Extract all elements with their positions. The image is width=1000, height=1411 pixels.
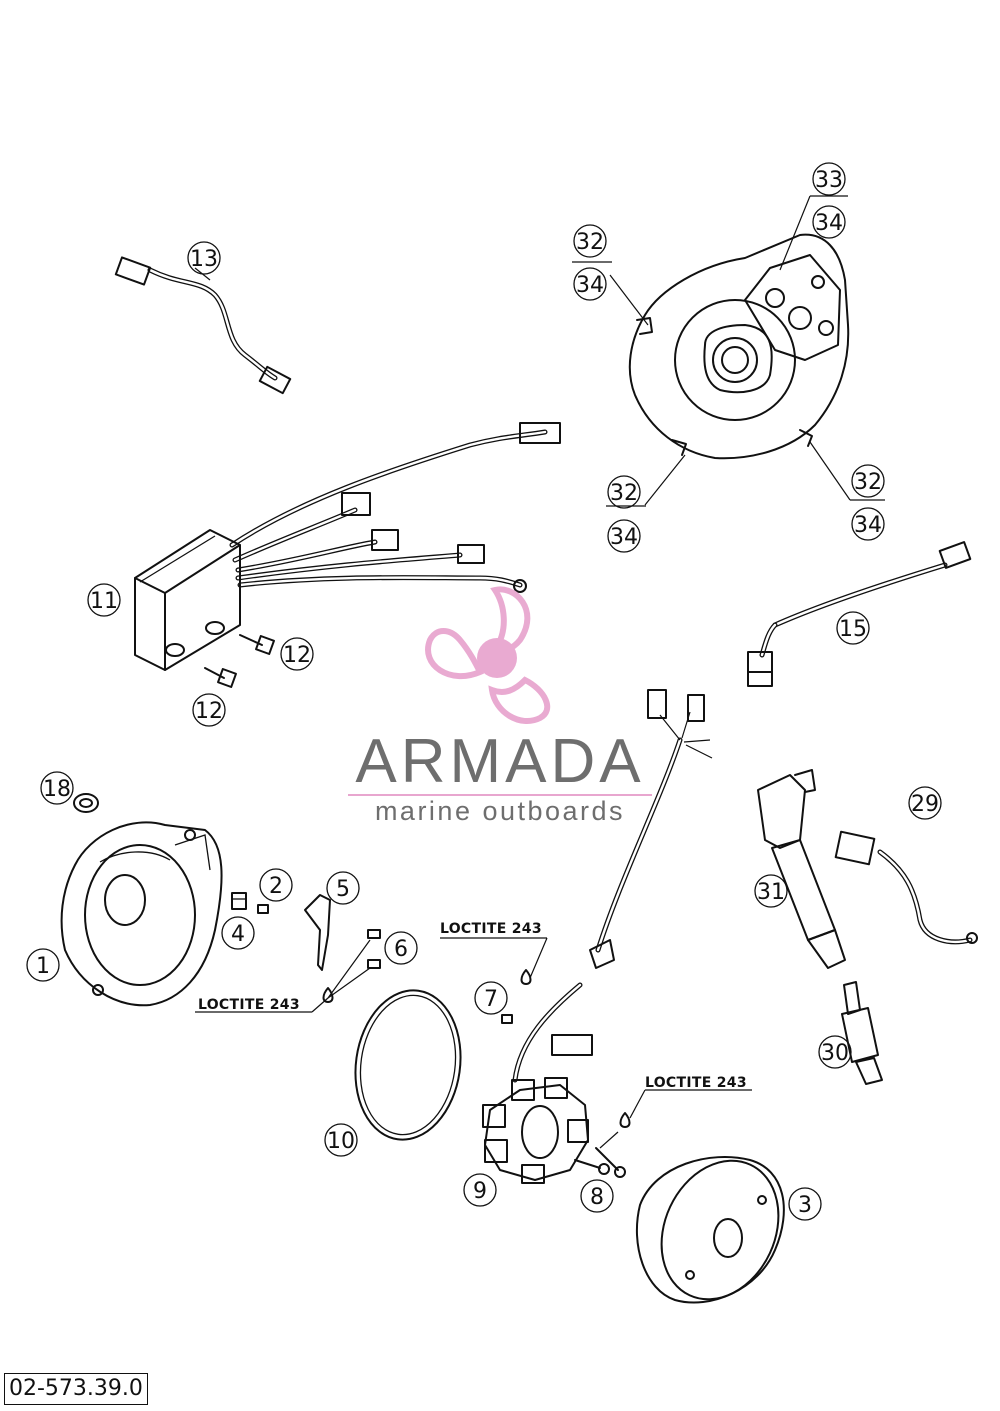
callout-12a: 12 <box>280 637 314 671</box>
svg-text:15: 15 <box>839 617 867 642</box>
svg-text:2: 2 <box>269 874 283 899</box>
part-13-sensor-cable <box>114 256 292 395</box>
svg-text:34: 34 <box>854 513 882 538</box>
callout-3: 3 <box>788 1187 822 1221</box>
svg-text:12: 12 <box>195 699 223 724</box>
svg-text:13: 13 <box>190 247 218 272</box>
document-number: 02-573.39.0 <box>9 1376 143 1401</box>
callout-6: 6 <box>384 931 418 965</box>
svg-text:32: 32 <box>576 230 604 255</box>
svg-text:6: 6 <box>394 937 408 962</box>
callout-5: 5 <box>326 871 360 905</box>
logo-tagline-text: marine outboards <box>375 796 625 826</box>
callout-13: 13 <box>187 241 221 275</box>
callout-32-34-bottom-left: 32 34 <box>607 475 641 553</box>
svg-text:7: 7 <box>484 987 498 1012</box>
svg-text:29: 29 <box>911 792 939 817</box>
part-32-ignition-cover <box>628 233 850 460</box>
callout-32-34-bottom-right: 32 34 <box>851 464 885 541</box>
callout-12b: 12 <box>192 693 226 727</box>
part-18-plug <box>73 793 99 813</box>
part-11-cdi-unit <box>134 422 561 671</box>
callout-33-34-top-right: 33 34 <box>812 162 846 239</box>
part-6-screws <box>367 929 381 969</box>
part-31-ignition-coil <box>757 769 846 969</box>
loctite-label-left: LOCTITE 243 <box>198 997 300 1013</box>
svg-text:10: 10 <box>327 1129 355 1154</box>
svg-text:33: 33 <box>815 168 843 193</box>
part-10-o-ring <box>354 989 462 1141</box>
callout-29: 29 <box>908 786 942 820</box>
loctite-label-right: LOCTITE 243 <box>645 1075 747 1091</box>
part-8-screws <box>574 1147 626 1178</box>
part-1-generator-cover <box>60 821 223 1007</box>
callout-7: 7 <box>474 981 508 1015</box>
svg-text:30: 30 <box>821 1041 849 1066</box>
callout-31: 31 <box>754 874 788 908</box>
svg-text:1: 1 <box>36 954 50 979</box>
callout-32-34-top-left: 32 34 <box>573 224 607 301</box>
part-30-spark-plug <box>841 981 883 1085</box>
svg-text:5: 5 <box>336 877 350 902</box>
svg-text:18: 18 <box>43 777 71 802</box>
loctite-label-center: LOCTITE 243 <box>440 921 542 937</box>
leader-lines <box>195 195 885 1149</box>
svg-text:12: 12 <box>283 643 311 668</box>
part-12-screws <box>204 634 275 688</box>
callout-8: 8 <box>580 1179 614 1213</box>
svg-text:34: 34 <box>815 211 843 236</box>
svg-text:3: 3 <box>798 1193 812 1218</box>
callout-18: 18 <box>40 771 74 805</box>
callout-15: 15 <box>836 611 870 645</box>
callout-9: 9 <box>463 1173 497 1207</box>
part-29-cable <box>834 830 978 945</box>
logo-brand-text: ARMADA <box>355 727 644 796</box>
callout-1: 1 <box>26 948 60 982</box>
armada-logo: ARMADA marine outboards <box>348 586 652 826</box>
svg-text:9: 9 <box>473 1179 487 1204</box>
callout-2: 2 <box>259 868 293 902</box>
svg-text:34: 34 <box>576 273 604 298</box>
callout-10: 10 <box>324 1123 358 1157</box>
svg-text:8: 8 <box>590 1185 604 1210</box>
svg-text:4: 4 <box>231 922 245 947</box>
propeller-logo-icon <box>425 586 551 725</box>
part-7-screw <box>501 1014 513 1024</box>
part-3-rotor <box>635 1156 785 1304</box>
svg-text:32: 32 <box>854 470 882 495</box>
svg-text:11: 11 <box>90 589 118 614</box>
svg-text:34: 34 <box>610 525 638 550</box>
svg-text:32: 32 <box>610 481 638 506</box>
part-5-bracket <box>304 894 331 971</box>
part-4-clip <box>231 892 247 910</box>
callout-11: 11 <box>87 583 121 617</box>
document-number-box: 02-573.39.0 <box>4 1373 148 1405</box>
part-2-screw <box>257 904 269 914</box>
svg-text:31: 31 <box>757 880 785 905</box>
part-15-cable <box>747 541 972 687</box>
callout-4: 4 <box>221 916 255 950</box>
callouts: 1 2 3 4 5 6 7 8 9 10 11 12 12 13 15 18 2… <box>26 162 942 1221</box>
part-9-stator <box>482 689 713 1184</box>
callout-30: 30 <box>818 1035 852 1069</box>
